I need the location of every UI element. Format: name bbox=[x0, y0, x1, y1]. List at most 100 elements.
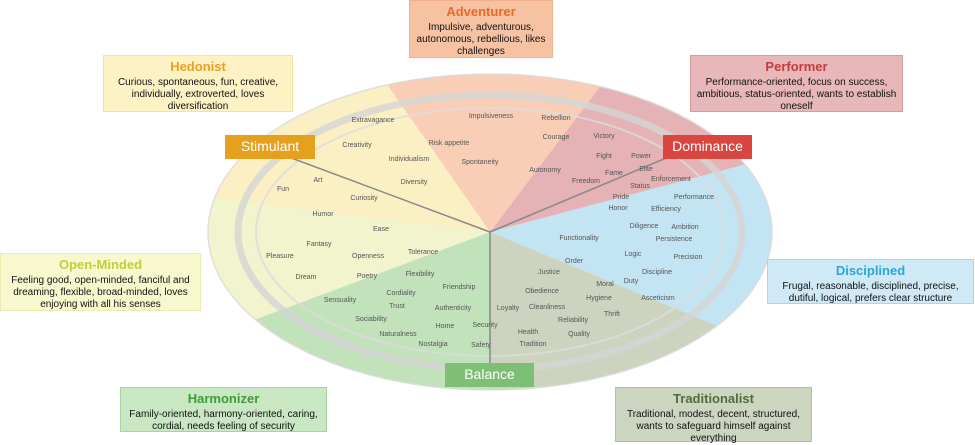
value-word-disciplined: Asceticism bbox=[641, 295, 675, 302]
axis-line-dominance bbox=[489, 147, 691, 233]
value-word-disciplined: Functionality bbox=[559, 235, 599, 242]
value-word-performer: Victory bbox=[593, 133, 615, 140]
value-word-harmonizer: Sociability bbox=[355, 316, 387, 323]
box-title: Adventurer bbox=[446, 4, 516, 19]
value-word-performer: Performance bbox=[674, 194, 714, 201]
value-word-performer: Fight bbox=[596, 153, 612, 160]
box-open-minded: Open-Minded Feeling good, open-minded, f… bbox=[0, 253, 201, 311]
value-word-adventurer: Autonomy bbox=[529, 167, 561, 174]
value-word-adventurer: Courage bbox=[543, 134, 570, 141]
box-title: Performer bbox=[765, 59, 828, 74]
value-word-performer: Elite bbox=[639, 166, 653, 173]
box-title: Traditionalist bbox=[673, 391, 754, 406]
value-word-adventurer: Rebellion bbox=[541, 115, 570, 122]
box-desc: Curious, spontaneous, fun, creative, ind… bbox=[117, 77, 279, 112]
value-word-traditionalist: Obedience bbox=[525, 288, 559, 295]
value-word-performer: Power bbox=[631, 153, 652, 160]
value-word-open-minded: Fantasy bbox=[307, 241, 332, 248]
value-word-hedonist: Fun bbox=[277, 186, 289, 193]
box-title: Hedonist bbox=[170, 59, 226, 74]
value-word-harmonizer: Security bbox=[472, 322, 498, 329]
value-word-disciplined: Diligence bbox=[630, 223, 659, 230]
box-adventurer: Adventurer Impulsive, adventurous, auton… bbox=[409, 0, 553, 58]
value-word-harmonizer: Nostalgia bbox=[418, 341, 447, 348]
value-word-open-minded: Tolerance bbox=[408, 249, 438, 256]
value-word-performer: Enforcement bbox=[651, 176, 691, 183]
value-word-traditionalist: Moral bbox=[596, 281, 614, 288]
value-word-traditionalist: Hygiene bbox=[586, 295, 612, 302]
value-word-traditionalist: Justice bbox=[538, 269, 560, 276]
value-word-open-minded: Dream bbox=[295, 274, 316, 281]
value-word-hedonist: Diversity bbox=[401, 179, 428, 186]
value-word-open-minded: Sensuality bbox=[324, 297, 357, 304]
value-word-adventurer: Spontaneity bbox=[462, 159, 499, 166]
value-word-open-minded: Flexibility bbox=[406, 271, 435, 278]
axis-tag-label: Stimulant bbox=[240, 138, 300, 154]
value-word-harmonizer: Safety bbox=[471, 342, 491, 349]
value-word-hedonist: Curiosity bbox=[350, 195, 378, 202]
value-word-harmonizer: Home bbox=[436, 323, 455, 330]
value-word-harmonizer: Authenticity bbox=[435, 305, 472, 312]
value-word-adventurer: Risk appetite bbox=[429, 140, 470, 147]
box-title: Open-Minded bbox=[58, 257, 143, 272]
box-desc: Frugal, reasonable, disciplined, precise… bbox=[782, 281, 959, 304]
axis-line-stimulant bbox=[269, 149, 491, 233]
axis-tag-label: Balance bbox=[464, 366, 515, 382]
value-word-open-minded: Ease bbox=[373, 226, 389, 233]
value-word-hedonist: Art bbox=[314, 177, 323, 184]
box-desc: Feeling good, open-minded, fanciful and … bbox=[11, 275, 190, 310]
box-desc: Family-oriented, harmony-oriented, carin… bbox=[129, 409, 318, 432]
value-word-open-minded: Poetry bbox=[357, 273, 378, 280]
value-word-performer: Pride bbox=[613, 194, 629, 201]
box-desc: Traditional, modest, decent, structured,… bbox=[626, 409, 801, 444]
box-disciplined: Disciplined Frugal, reasonable, discipli… bbox=[767, 259, 974, 304]
sector-disciplined bbox=[490, 150, 772, 360]
value-word-harmonizer: Trust bbox=[389, 303, 405, 310]
value-word-disciplined: Honor bbox=[608, 205, 628, 212]
value-word-disciplined: Logic bbox=[625, 251, 642, 258]
value-word-traditionalist: Quality bbox=[568, 331, 590, 338]
box-desc: Performance-oriented, focus on success, … bbox=[696, 77, 897, 112]
value-word-open-minded: Pleasure bbox=[266, 253, 294, 260]
value-word-disciplined: Ambition bbox=[671, 224, 698, 231]
box-title: Disciplined bbox=[835, 263, 906, 278]
value-word-open-minded: Humor bbox=[312, 211, 334, 218]
value-word-harmonizer: Naturalness bbox=[379, 331, 417, 338]
value-word-traditionalist: Loyalty bbox=[497, 305, 520, 312]
axis-tag-dominance: Dominance bbox=[663, 135, 752, 159]
box-traditionalist: Traditionalist Traditional, modest, dece… bbox=[615, 387, 812, 444]
value-word-hedonist: Individualism bbox=[389, 156, 430, 163]
box-title: Harmonizer bbox=[187, 391, 260, 406]
value-word-hedonist: Extravagance bbox=[352, 117, 395, 124]
value-word-traditionalist: Tradition bbox=[520, 341, 547, 348]
outer-ring bbox=[207, 73, 773, 391]
axis-tag-balance: Balance bbox=[445, 363, 534, 387]
value-word-hedonist: Creativity bbox=[342, 142, 372, 149]
value-word-traditionalist: Thrift bbox=[604, 311, 620, 318]
value-word-harmonizer: Friendship bbox=[443, 284, 476, 291]
value-word-disciplined: Precision bbox=[674, 254, 703, 261]
value-word-performer: Status bbox=[630, 183, 650, 190]
sector-open-minded bbox=[208, 195, 490, 340]
value-word-disciplined: Duty bbox=[624, 278, 639, 285]
value-word-disciplined: Order bbox=[565, 258, 584, 265]
box-hedonist: Hedonist Curious, spontaneous, fun, crea… bbox=[103, 55, 293, 112]
axis-tag-label: Dominance bbox=[672, 138, 743, 154]
box-harmonizer: Harmonizer Family-oriented, harmony-orie… bbox=[120, 387, 327, 432]
value-word-disciplined: Discipline bbox=[642, 269, 672, 276]
axis-tag-stimulant: Stimulant bbox=[225, 135, 315, 159]
value-word-open-minded: Openness bbox=[352, 253, 384, 260]
value-word-disciplined: Persistence bbox=[656, 236, 693, 243]
value-word-disciplined: Efficiency bbox=[651, 206, 681, 213]
value-word-performer: Fame bbox=[605, 170, 623, 177]
value-word-harmonizer: Cordiality bbox=[386, 290, 416, 297]
value-word-performer: Freedom bbox=[572, 178, 600, 185]
value-word-traditionalist: Health bbox=[518, 329, 538, 336]
value-word-traditionalist: Reliability bbox=[558, 317, 588, 324]
value-word-traditionalist: Cleanliness bbox=[529, 304, 566, 311]
box-performer: Performer Performance-oriented, focus on… bbox=[690, 55, 903, 112]
value-word-adventurer: Impulsiveness bbox=[469, 113, 514, 120]
box-desc: Impulsive, adventurous, autonomous, rebe… bbox=[416, 22, 546, 57]
